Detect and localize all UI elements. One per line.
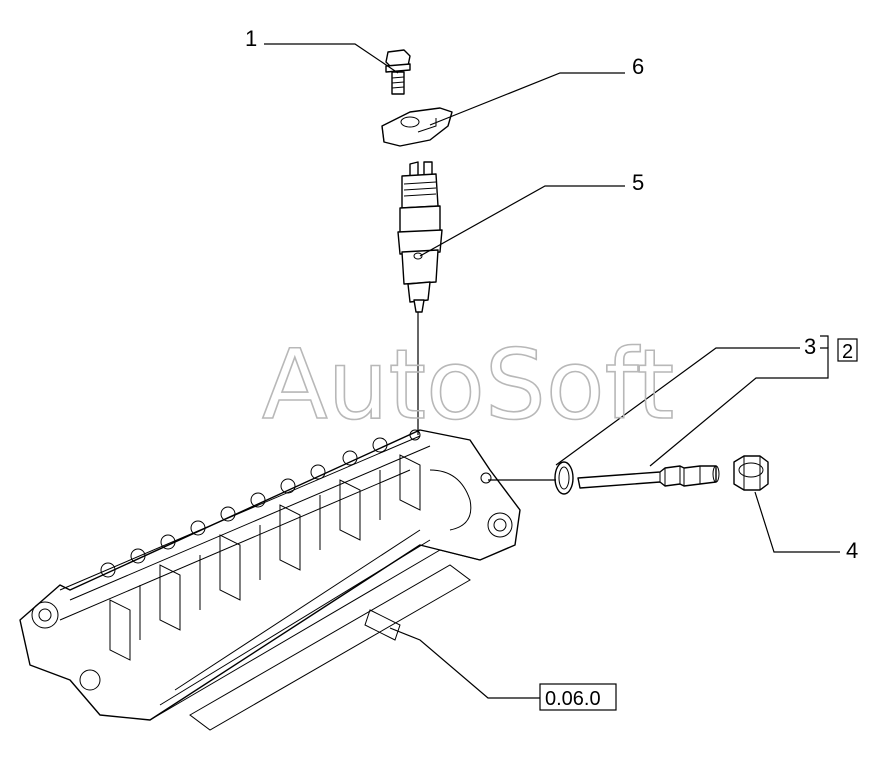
callout-4: 4 xyxy=(846,538,858,563)
callout-6: 6 xyxy=(632,54,644,79)
watermark-text: AutoSoft xyxy=(262,329,674,441)
cylinder-head-icon xyxy=(19,429,521,731)
nut-icon xyxy=(733,455,769,491)
callout-5: 5 xyxy=(632,170,644,195)
fuel-injector-icon xyxy=(397,161,443,313)
reference-label: 0.06.0 xyxy=(545,688,601,710)
leader-lines xyxy=(264,43,840,699)
bolt-icon xyxy=(385,49,411,95)
o-ring-icon xyxy=(554,461,574,495)
callout-1: 1 xyxy=(245,26,257,51)
callout-2: 2 xyxy=(842,341,853,363)
callout-3: 3 xyxy=(804,334,816,359)
injector-clamp-icon xyxy=(381,107,453,147)
callout-2-box: 2 xyxy=(837,338,858,363)
reference-box: 0.06.0 xyxy=(539,683,617,711)
connector-pipe-icon xyxy=(577,465,720,489)
